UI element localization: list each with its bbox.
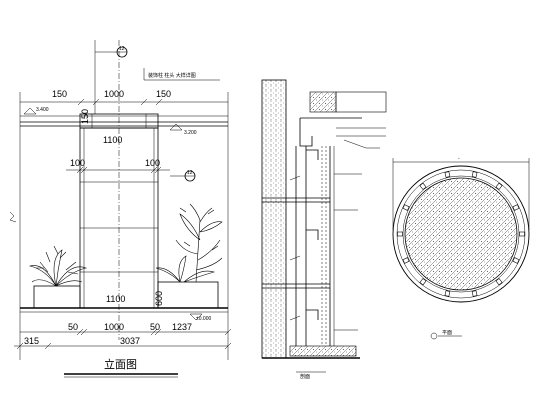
dim-ticks [16,342,232,350]
fixing-clips [306,149,319,320]
plan-clip [444,171,451,178]
left-dim: 315 [24,336,39,346]
level-label-top: 3.400 [36,107,49,113]
plan-clip [495,278,503,286]
note-text: 装饰柱 柱头 大样详图 [148,72,196,79]
base-slab [289,345,357,357]
plan-top-label: - [458,156,460,162]
label-leader [343,139,380,149]
level-label-mid: 3.200 [184,130,197,136]
detail-marker-top-label: 12 [119,46,125,52]
plan-clip [397,231,403,237]
plan-clip [402,257,410,264]
cap-profile [299,118,313,147]
top-beam [309,91,337,113]
plan-clip [471,171,478,178]
plant-right [155,203,223,283]
planter-right [157,281,219,309]
level-marker-icon [189,313,203,321]
top-dim-center: 1000 [104,89,124,99]
side-dim: 150 [80,109,90,124]
plan-label: 平面 [442,330,452,336]
plan-core [404,177,518,291]
top-dim-left: 150 [52,89,67,99]
height-dim: 1100 [103,135,122,145]
detail-marker-mid-label: 12 [187,170,193,176]
fixings [289,175,301,321]
dim-ticks [77,98,163,106]
total-dim: 3037 [120,336,140,346]
planter-left [33,285,81,309]
plan-label-marker [430,332,438,340]
plan-clip [471,290,478,297]
section-label: 剖面 [300,373,310,380]
plan-clip [419,182,427,190]
plan-clip [512,204,520,211]
bottom-dim-1: 50 [68,322,78,332]
plan-clip [495,182,503,190]
level-marker-icon [169,123,183,131]
dim-ticks [76,166,162,174]
mid-dim-left: 100 [70,158,85,168]
bottom-dim-2: 1000 [104,322,124,332]
elevation-view: 150 1000 150 12 装饰柱 柱头 大样详图 3.400 3.200 … [9,40,232,378]
plant-left [28,245,88,287]
plan-clip [444,290,451,297]
plan-clip [419,278,427,286]
top-dim-right: 150 [156,89,171,99]
top-beam-ext [335,91,387,113]
bottom-dim-4: 1237 [172,322,192,332]
bottom-height-dim: 600 [154,291,164,306]
plan-clip [402,204,410,211]
plan-clips [397,171,525,297]
plan-outer-circle [392,165,530,303]
break-mark [9,211,17,223]
dim-ticks [76,328,232,336]
bottom-dim-3: 50 [150,322,160,332]
section-view: 剖面 [261,79,387,380]
inner-width-dim: 1100 [106,294,125,304]
level-label-ground: ±0.000 [196,316,211,322]
plan-circle-2 [396,169,526,299]
wall-section [261,79,287,359]
plan-circle-3 [402,175,520,293]
level-marker-icon [23,107,37,115]
plan-clip [512,257,520,264]
mid-dim-right: 100 [145,158,160,168]
plan-clip [519,231,525,237]
plan-view: - 平面 [392,156,530,340]
elevation-title: 立面图 [104,357,137,371]
